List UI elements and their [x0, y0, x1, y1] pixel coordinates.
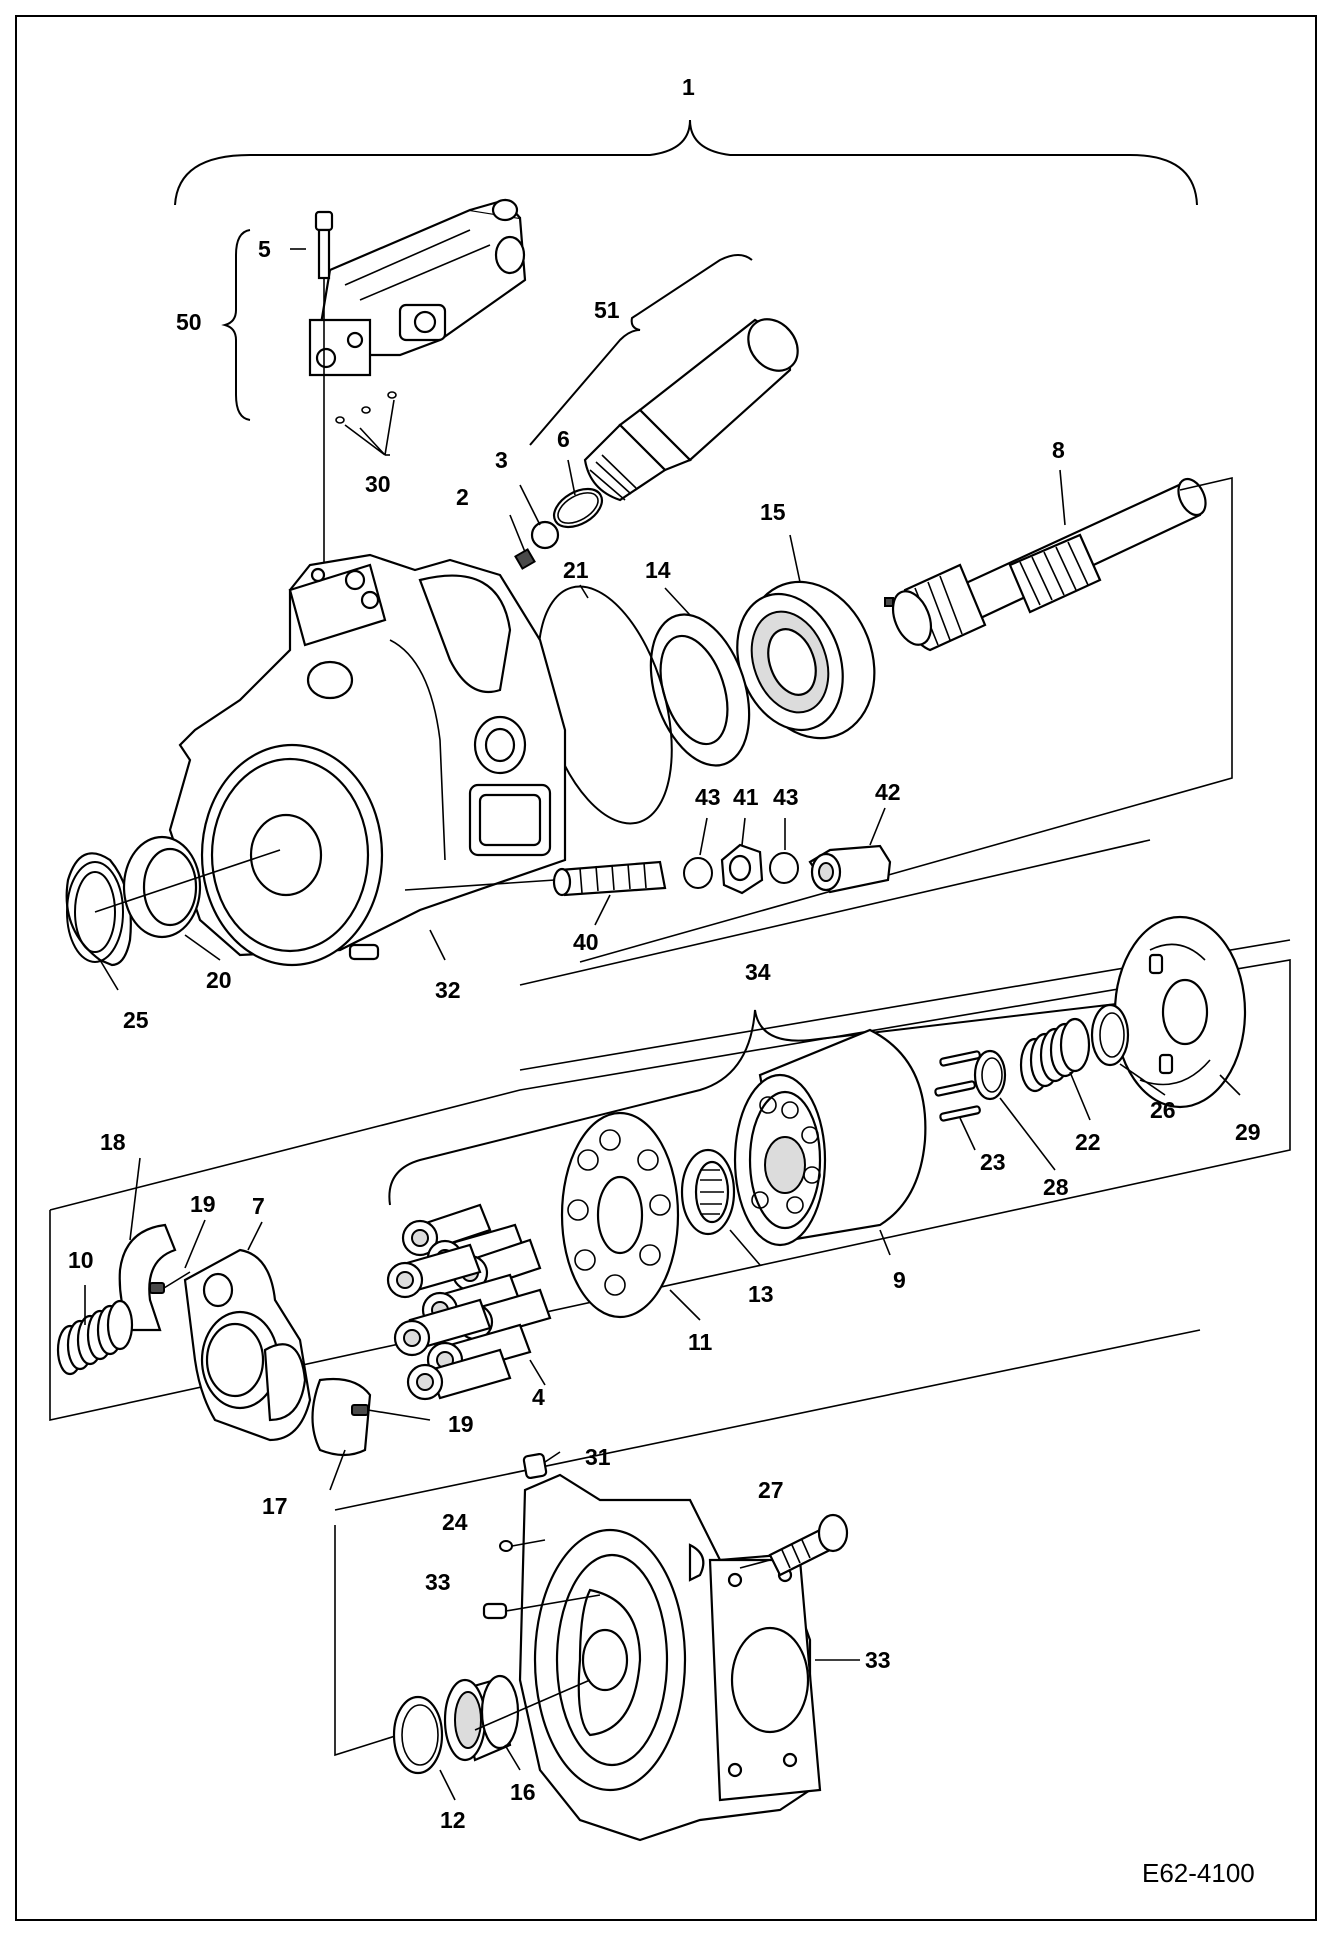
pin-33a [482, 1594, 601, 1620]
label-15: 15 [760, 499, 786, 525]
label-2: 2 [456, 484, 469, 510]
o-ring-43b [769, 852, 799, 884]
label-24: 24 [442, 1509, 468, 1535]
label-34: 34 [745, 959, 771, 985]
label-25: 25 [123, 1007, 149, 1033]
label-27: 27 [758, 1477, 784, 1503]
o-ring-24 [499, 1540, 513, 1552]
screw-27 [739, 1513, 849, 1577]
bearing-shell-17 [311, 1377, 372, 1457]
label-6: 6 [557, 426, 570, 452]
screw-19b [351, 1404, 431, 1421]
label-42: 42 [875, 779, 901, 805]
label-29: 29 [1235, 1119, 1261, 1145]
leader-lines [84, 454, 1241, 1801]
seal-6-ball-3-plug-2 [514, 487, 603, 570]
bearing-15 [736, 580, 876, 740]
o-ring-43a [683, 857, 713, 889]
pins-23 [934, 1050, 981, 1122]
label-16: 16 [510, 1779, 536, 1805]
label-9: 9 [893, 1267, 906, 1293]
o-rings-30 [335, 391, 397, 456]
page-frame [15, 15, 1317, 1921]
label-12: 12 [440, 1807, 466, 1833]
ring-28 [973, 1049, 1007, 1101]
retaining-ring-25 [65, 852, 132, 967]
reference-code: E62-4100 [1142, 1858, 1255, 1888]
label-40: 40 [573, 929, 599, 955]
label-10: 10 [68, 1247, 94, 1273]
retainer-plate-11 [560, 1111, 680, 1319]
screw-5 [290, 210, 334, 598]
stud-40 [404, 860, 667, 897]
cylinder-block-9 [733, 1028, 927, 1247]
control-valve-assembly [308, 198, 527, 377]
label-50: 50 [176, 309, 202, 335]
spring-10 [56, 1299, 134, 1376]
needle-bearing-13 [680, 1148, 736, 1236]
label-14: 14 [645, 557, 671, 583]
label-17: 17 [262, 1493, 288, 1519]
shaft-assembly-51 [583, 318, 799, 502]
drive-shaft-8 [884, 477, 1207, 652]
divider-line-a [519, 839, 1151, 986]
label-11: 11 [688, 1329, 713, 1355]
label-43b: 43 [773, 784, 799, 810]
swashplate-7 [183, 1248, 312, 1442]
shaft-seal-14 [649, 613, 751, 767]
label-23: 23 [980, 1149, 1006, 1175]
label-43a: 43 [695, 784, 721, 810]
label-19b: 19 [448, 1411, 474, 1437]
plug-31 [522, 1451, 561, 1480]
label-33a: 33 [425, 1569, 451, 1595]
label-13: 13 [748, 1281, 774, 1307]
label-20: 20 [206, 967, 232, 993]
label-30: 30 [365, 471, 391, 497]
label-28: 28 [1043, 1174, 1069, 1200]
label-7: 7 [252, 1193, 265, 1219]
ring-26 [1090, 1003, 1130, 1067]
pump-housing-32 [168, 553, 567, 967]
label-3: 3 [495, 447, 508, 473]
label-33b: 33 [865, 1647, 891, 1673]
bearing-16 [443, 1674, 591, 1762]
label-21: 21 [563, 557, 589, 583]
pistons-4 [386, 1203, 552, 1401]
divider-line-b [49, 959, 1291, 1421]
brace-valve-group-50 [221, 229, 251, 421]
label-51: 51 [594, 297, 620, 323]
spring-22 [1019, 1017, 1091, 1093]
nut-41 [720, 843, 764, 895]
label-5: 5 [258, 236, 271, 262]
label-22: 22 [1075, 1129, 1101, 1155]
label-8: 8 [1052, 437, 1065, 463]
label-41: 41 [733, 784, 759, 810]
label-18: 18 [100, 1129, 126, 1155]
seal-20 [122, 835, 202, 939]
bracket-line-shaft [579, 476, 1233, 963]
label-26: 26 [1150, 1097, 1176, 1123]
label-1: 1 [682, 74, 695, 100]
brace-assembly-1 [174, 119, 1198, 206]
valve-plate-29 [1113, 915, 1247, 1109]
label-4: 4 [532, 1384, 545, 1410]
screw-19a [149, 1271, 191, 1294]
divider-line-d [334, 1329, 1201, 1511]
label-31: 31 [585, 1444, 611, 1470]
label-32: 32 [435, 977, 461, 1003]
fitting-42 [808, 844, 892, 894]
port-plate-housing [518, 1473, 822, 1842]
callout-labels: 1 5 50 51 30 6 3 2 8 15 21 14 43 41 43 4… [68, 74, 1261, 1888]
axis-line-front [94, 849, 281, 913]
label-19a: 19 [190, 1191, 216, 1217]
brace-shaft-group-51 [529, 254, 753, 446]
